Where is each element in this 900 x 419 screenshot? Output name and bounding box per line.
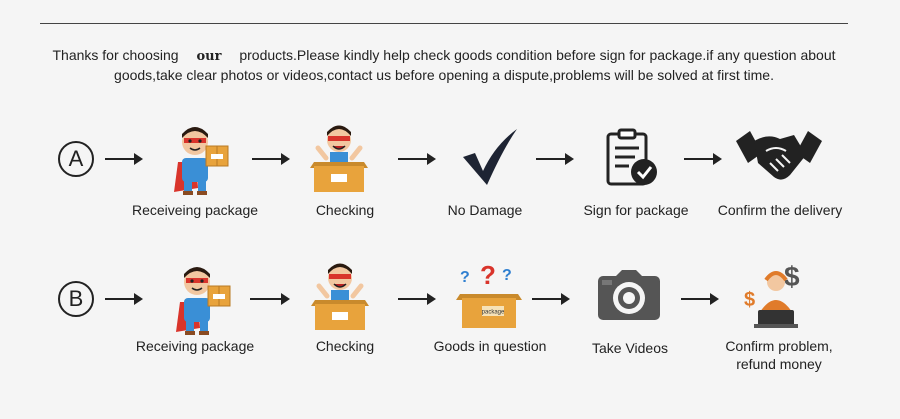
arrow bbox=[105, 153, 143, 165]
intro-part2: products.Please kindly help check goods … bbox=[239, 47, 836, 63]
step-b4: Take Videos bbox=[560, 339, 700, 357]
step-a4: Sign for package bbox=[566, 201, 706, 219]
camera-icon bbox=[598, 270, 660, 320]
svg-text:?: ? bbox=[502, 267, 512, 284]
arrow bbox=[684, 153, 722, 165]
row-b-marker-letter: B bbox=[68, 286, 84, 311]
row-b-marker: B bbox=[58, 281, 94, 317]
svg-text:$: $ bbox=[784, 261, 800, 292]
courier-with-box-icon bbox=[174, 127, 229, 195]
step-a5: Confirm the delivery bbox=[705, 201, 855, 219]
person-in-open-box-icon bbox=[310, 125, 368, 192]
row-a-marker: A bbox=[58, 141, 94, 177]
svg-text:?: ? bbox=[460, 269, 470, 286]
arrow bbox=[250, 293, 290, 305]
step-label: Checking bbox=[315, 338, 375, 354]
arrow bbox=[398, 153, 436, 165]
arrow bbox=[105, 293, 143, 305]
support-agent-money-icon: $ $ bbox=[744, 261, 800, 328]
step-a3: No Damage bbox=[420, 201, 550, 219]
box-with-question-marks-icon: ? ? ? package bbox=[456, 262, 522, 328]
top-divider bbox=[40, 23, 848, 24]
clipboard-check-icon bbox=[606, 128, 657, 186]
step-label: Checking bbox=[315, 202, 375, 218]
step-a1: Receiveing package bbox=[120, 201, 270, 219]
step-label-line2: refund money bbox=[736, 356, 822, 372]
intro-part1: Thanks for choosing bbox=[52, 47, 179, 63]
step-b1: Receiving package bbox=[120, 337, 270, 355]
box-label: package bbox=[482, 310, 505, 316]
arrow bbox=[681, 293, 719, 305]
intro-text: Thanks for choosing our products.Please … bbox=[40, 46, 848, 85]
step-b3: Goods in question bbox=[420, 337, 560, 355]
step-a2: Checking bbox=[280, 201, 410, 219]
row-a-marker-letter: A bbox=[68, 146, 84, 171]
step-label: Take Videos bbox=[591, 340, 668, 356]
intro-our: our bbox=[196, 49, 222, 64]
svg-text:?: ? bbox=[480, 262, 496, 290]
step-b2: Checking bbox=[280, 337, 410, 355]
handshake-icon bbox=[736, 131, 822, 180]
step-label: Goods in question bbox=[433, 338, 547, 354]
step-label: Confirm problem, bbox=[725, 338, 833, 354]
arrow bbox=[398, 293, 436, 305]
checkmark-icon bbox=[463, 129, 517, 185]
svg-text:$: $ bbox=[744, 289, 755, 311]
step-label: No Damage bbox=[447, 202, 523, 218]
step-label: Sign for package bbox=[583, 202, 689, 218]
step-b5: Confirm problem, refund money bbox=[704, 337, 854, 373]
courier-with-box-icon bbox=[176, 267, 231, 335]
step-label: Receiving package bbox=[135, 338, 255, 354]
arrow bbox=[252, 153, 290, 165]
step-label: Receiveing package bbox=[131, 202, 259, 218]
intro-line2: goods,take clear photos or videos,contac… bbox=[114, 67, 774, 83]
arrow bbox=[536, 153, 574, 165]
arrow bbox=[532, 293, 570, 305]
step-label: Confirm the delivery bbox=[717, 202, 843, 218]
person-in-open-box-icon bbox=[311, 263, 369, 330]
